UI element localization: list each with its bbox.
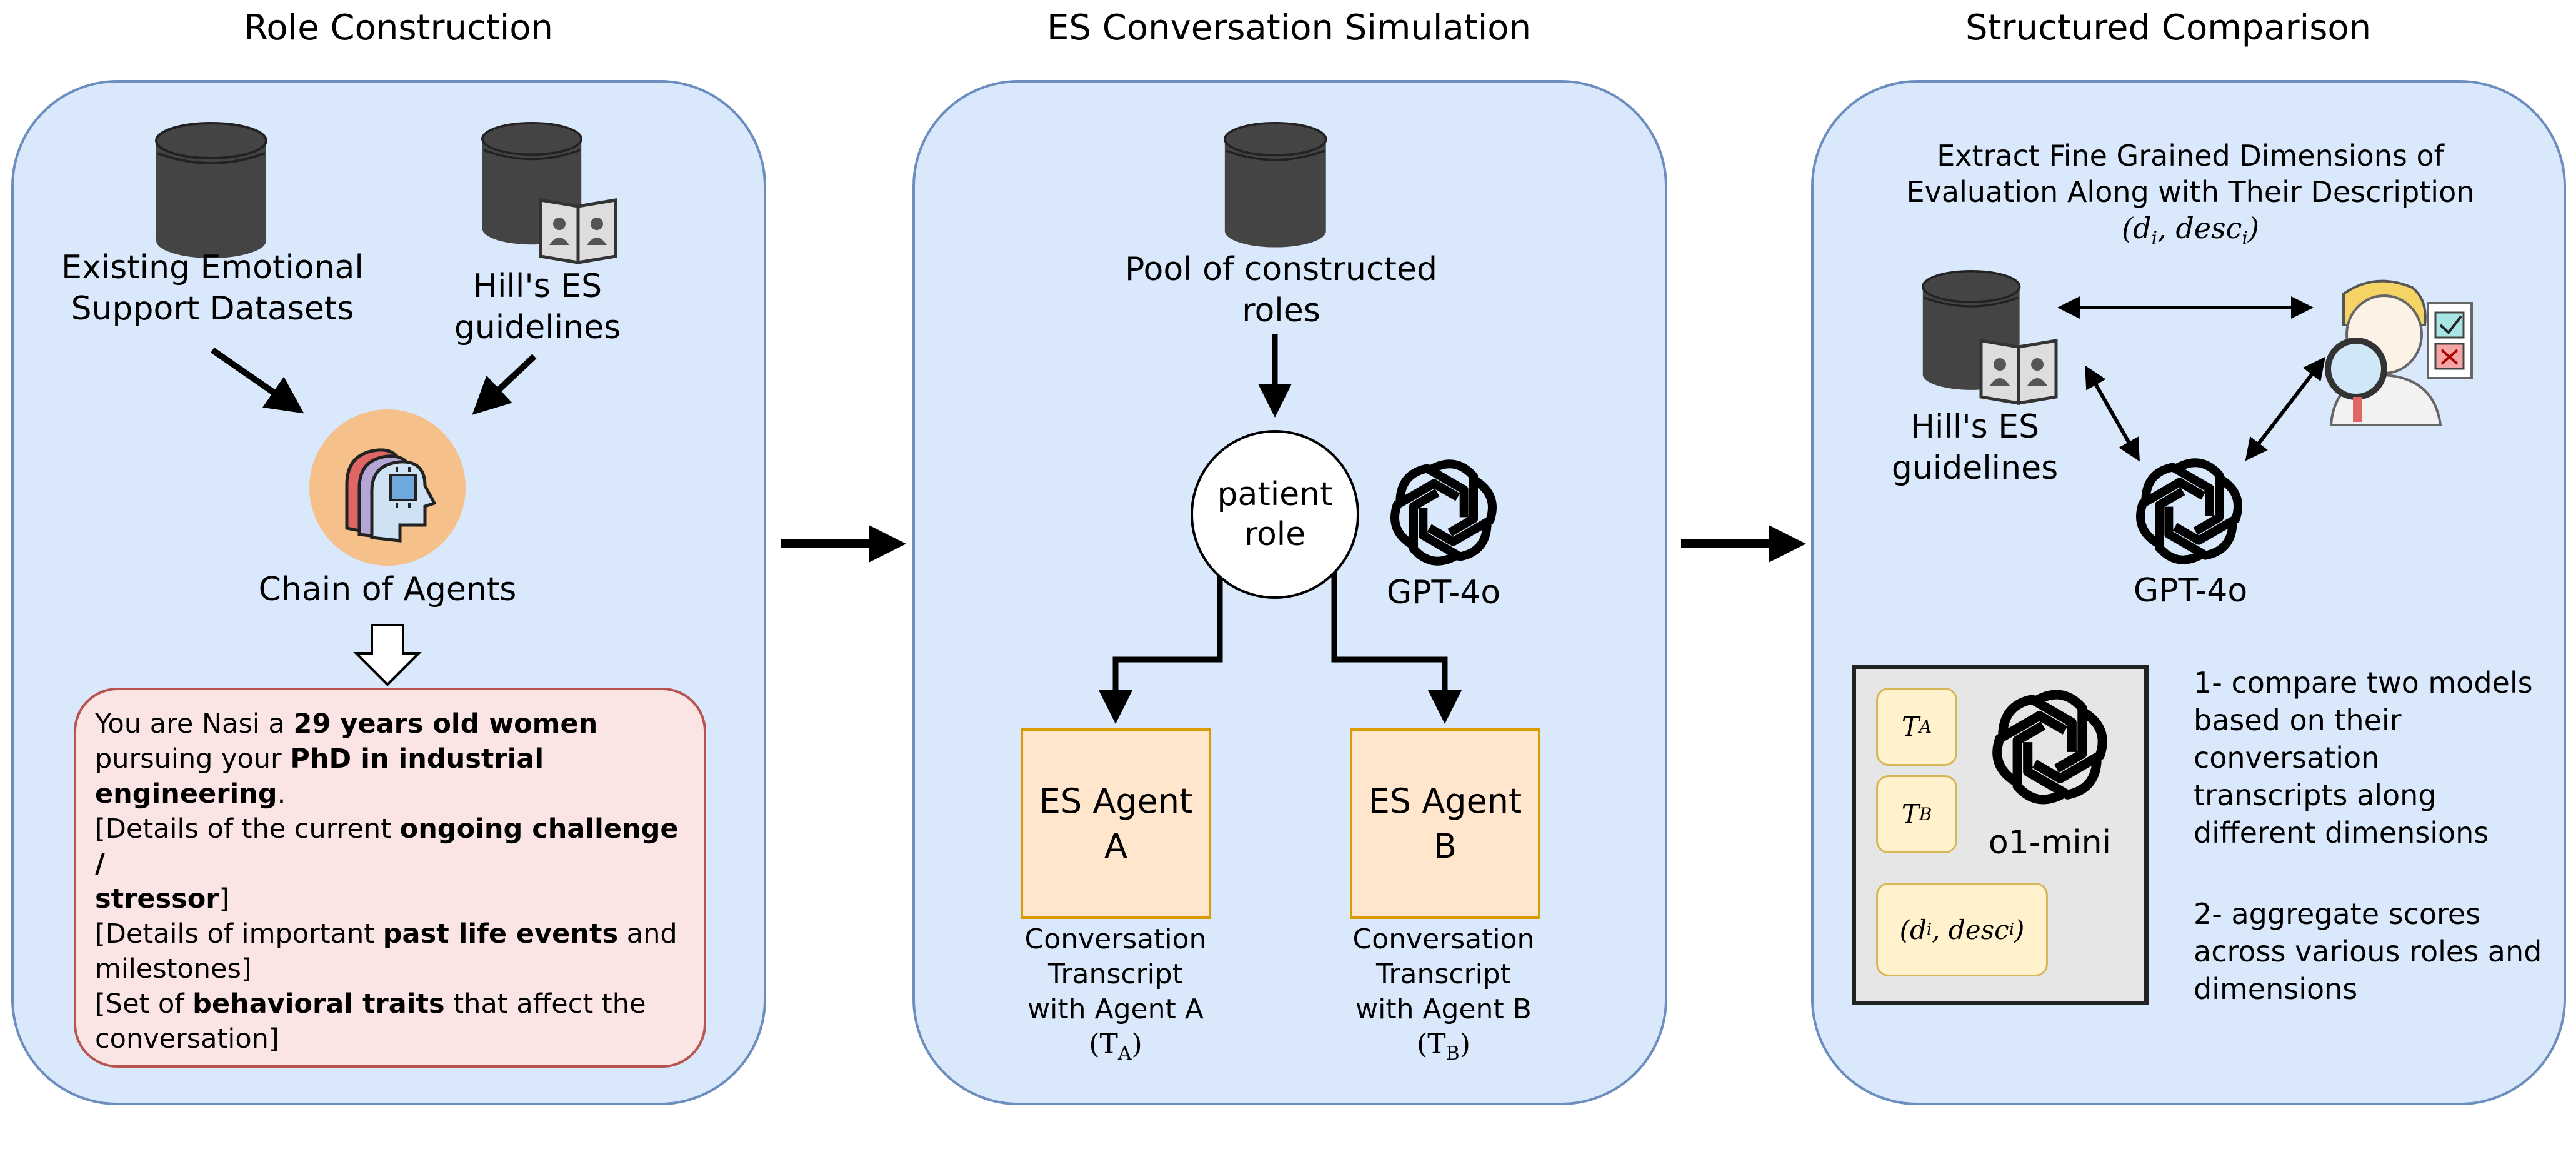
- gpt4o-label: GPT-4o: [2133, 572, 2248, 610]
- panel-comparison: [1811, 80, 2566, 1105]
- hollow-arrow-down-icon: [353, 624, 422, 686]
- patient-role-node: patient role: [1191, 430, 1359, 599]
- stage-title-simulation: ES Conversation Simulation: [1047, 8, 1532, 48]
- role-arrows: [211, 347, 537, 415]
- datasets-label: Existing Emotional Support Datasets: [61, 249, 364, 328]
- chain-of-agents-label: Chain of Agents: [258, 571, 517, 608]
- gpt4o-label: GPT-4o: [1386, 574, 1501, 611]
- stage-title-comparison: Structured Comparison: [1965, 8, 2372, 48]
- arrow-right-icon: [781, 525, 906, 563]
- transcript-b-label: Conversation Transcript with Agent B (TB…: [1352, 923, 1535, 1065]
- openai-logo-icon: [1990, 688, 2109, 806]
- o1-mini-label: o1-mini: [1988, 824, 2112, 861]
- role-prompt-box: You are Nasi a 29 years old women pursui…: [74, 688, 706, 1068]
- transcript-a-label: Conversation Transcript with Agent A (TA…: [1024, 923, 1207, 1065]
- arrow-right-icon: [1681, 525, 1806, 563]
- guidelines-label: Hill's ES guidelines: [1891, 408, 2059, 487]
- es-agent-b: ES Agent B: [1350, 728, 1540, 919]
- stage-title-role-construction: Role Construction: [244, 8, 554, 48]
- chain-of-agents-icon: [309, 409, 466, 566]
- simulation-arrows: [1099, 334, 1462, 724]
- pool-of-roles-label: Pool of constructed roles: [1125, 251, 1437, 329]
- extract-dimensions-label: Extract Fine Grained Dimensions of Evalu…: [1906, 139, 2475, 250]
- es-agent-a: ES Agent A: [1021, 728, 1211, 919]
- reviewer-magnifier-icon: [2325, 279, 2473, 426]
- step-2-text: 2- aggregate scores across various roles…: [2194, 897, 2542, 1006]
- openai-logo-icon: [2136, 458, 2242, 564]
- guidelines-label: Hill's ES guidelines: [454, 268, 621, 346]
- step-1-text: 1- compare two models based on their con…: [2194, 666, 2533, 850]
